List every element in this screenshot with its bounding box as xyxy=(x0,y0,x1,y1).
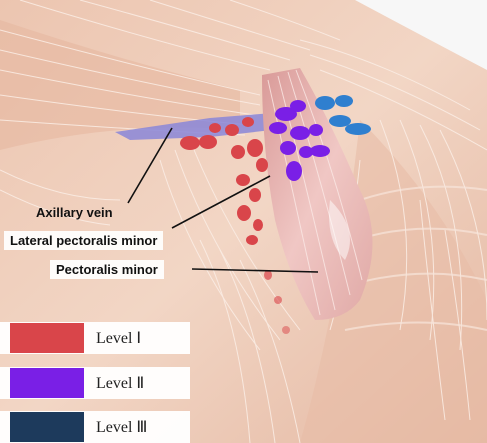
lymph-node xyxy=(335,95,353,107)
lymph-node xyxy=(280,141,296,155)
lymph-node xyxy=(199,135,217,149)
legend-swatch-level-3 xyxy=(10,412,84,442)
lymph-node xyxy=(236,174,250,186)
lymph-node xyxy=(180,136,200,150)
lymph-node xyxy=(286,161,302,181)
lymph-node xyxy=(329,115,351,127)
lymph-node xyxy=(246,235,258,245)
lymph-node xyxy=(290,126,310,140)
legend-item-level-3: Level Ⅲ xyxy=(0,411,190,443)
pectoralis-minor-label: Pectoralis minor xyxy=(50,260,164,279)
legend-item-level-2: Level Ⅱ xyxy=(0,367,190,399)
lymph-node xyxy=(269,122,287,134)
lymph-node xyxy=(290,100,306,112)
lymph-node xyxy=(247,139,263,157)
axillary-vein-label: Axillary vein xyxy=(36,205,113,220)
lymph-node xyxy=(274,296,282,304)
lymph-node xyxy=(231,145,245,159)
lymph-node xyxy=(242,117,254,127)
legend-label-level-3: Level Ⅲ xyxy=(96,417,147,437)
legend-label-level-1: Level Ⅰ xyxy=(96,328,141,348)
lymph-node xyxy=(345,123,371,135)
lymph-node xyxy=(310,145,330,157)
lymph-node xyxy=(225,124,239,136)
legend-item-level-1: Level Ⅰ xyxy=(0,322,190,354)
lymph-node xyxy=(309,124,323,136)
legend-swatch-level-1 xyxy=(10,323,84,353)
lateral-pectoralis-minor-label: Lateral pectoralis minor xyxy=(4,231,163,250)
lymph-node xyxy=(315,96,335,110)
legend-swatch-level-2 xyxy=(10,368,84,398)
lymph-node xyxy=(282,326,290,334)
lymph-node xyxy=(253,219,263,231)
lymph-node xyxy=(237,205,251,221)
lymph-node xyxy=(209,123,221,133)
lymph-node xyxy=(256,158,268,172)
lymph-node xyxy=(249,188,261,202)
legend-label-level-2: Level Ⅱ xyxy=(96,373,144,393)
